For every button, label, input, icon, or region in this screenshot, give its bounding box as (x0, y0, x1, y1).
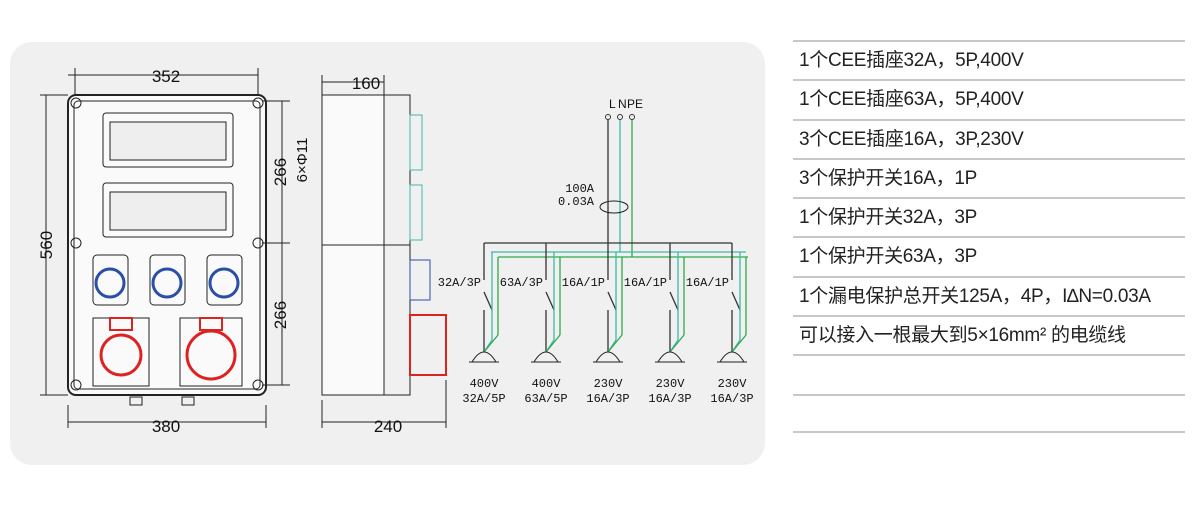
dim-depth-bottom: 240 (374, 417, 402, 436)
side-view (321, 75, 447, 428)
dim-section-upper: 266 (271, 158, 290, 186)
breaker-switch (669, 291, 679, 311)
wire (483, 334, 499, 353)
blue-socket (206, 254, 243, 306)
rcd-sensor-icon (599, 200, 629, 214)
dim-width-bottom: 380 (152, 417, 180, 436)
wiring-schematic: L N PE 100A 0.03A 32A/3P400V32A/5P63A/3P… (438, 97, 754, 406)
dim-holes: 6×Φ11 (294, 138, 311, 183)
outlet-voltage: 400V (470, 377, 500, 391)
wire (607, 334, 623, 353)
wire (545, 334, 561, 353)
spec-row: 3个保护开关16A，1P (793, 157, 1185, 197)
spec-row: 1个CEE插座63A，5P,400V (793, 79, 1185, 118)
outlet-rating: 16A/3P (710, 392, 753, 406)
spec-row: 可以接入一根最大到5×16mm² 的电缆线 (793, 315, 1185, 354)
spec-row: 1个保护开关63A，3P (793, 236, 1185, 275)
front-view (40, 68, 290, 428)
blue-socket (92, 254, 129, 306)
outlet-rating: 32A/5P (462, 392, 505, 406)
breaker-switch (731, 291, 741, 311)
spec-row: 3个CEE插座16A，3P,230V (793, 118, 1185, 158)
wire (731, 334, 747, 353)
outlet-voltage: 230V (718, 377, 748, 391)
socket-outlet-icon (593, 351, 623, 363)
spec-row: 1个保护开关32A，3P (793, 197, 1185, 236)
terminal-icon (617, 114, 623, 120)
spec-row (793, 393, 1185, 433)
blue-socket (149, 254, 186, 306)
spec-row (793, 354, 1185, 393)
outlet-rating: 16A/3P (648, 392, 691, 406)
dim-depth-top: 160 (352, 74, 380, 93)
rcd-sensitivity: 0.03A (558, 195, 595, 209)
breaker-label: 16A/1P (624, 276, 667, 290)
dim-width-top: 352 (152, 67, 180, 86)
socket-outlet-icon (531, 351, 561, 363)
red-socket-63a (179, 317, 243, 387)
terminal-L: L (609, 97, 616, 111)
breaker-label: 32A/3P (438, 276, 481, 290)
socket-outlet-icon (469, 351, 499, 363)
breaker-switch (483, 291, 493, 311)
spec-row: 1个漏电保护总开关125A，4P，I∆N=0.03A (793, 275, 1185, 315)
dim-height: 560 (37, 231, 56, 259)
technical-drawing: 352 560 380 266 266 6×Φ11 160 240 L N PE… (10, 42, 765, 465)
breaker-label: 16A/1P (686, 276, 729, 290)
socket-outlet-icon (717, 351, 747, 363)
wire (669, 334, 685, 353)
outlet-rating: 63A/5P (524, 392, 567, 406)
red-socket-32a (92, 317, 150, 387)
terminal-icon (605, 114, 611, 120)
rcd-rating: 100A (565, 182, 595, 196)
breaker-label: 16A/1P (562, 276, 605, 290)
outlet-voltage: 230V (594, 377, 624, 391)
terminal-PE: PE (627, 97, 643, 111)
outlet-voltage: 230V (656, 377, 686, 391)
dim-section-lower: 266 (271, 301, 290, 329)
breaker-label: 63A/3P (500, 276, 543, 290)
outlet-rating: 16A/3P (586, 392, 629, 406)
socket-outlet-icon (655, 351, 685, 363)
outlet-voltage: 400V (532, 377, 562, 391)
terminal-icon (629, 114, 635, 120)
breaker-switch (607, 291, 617, 311)
terminal-N: N (618, 97, 627, 111)
spec-row: 1个CEE插座32A，5P,400V (793, 40, 1185, 79)
breaker-switch (545, 291, 555, 311)
